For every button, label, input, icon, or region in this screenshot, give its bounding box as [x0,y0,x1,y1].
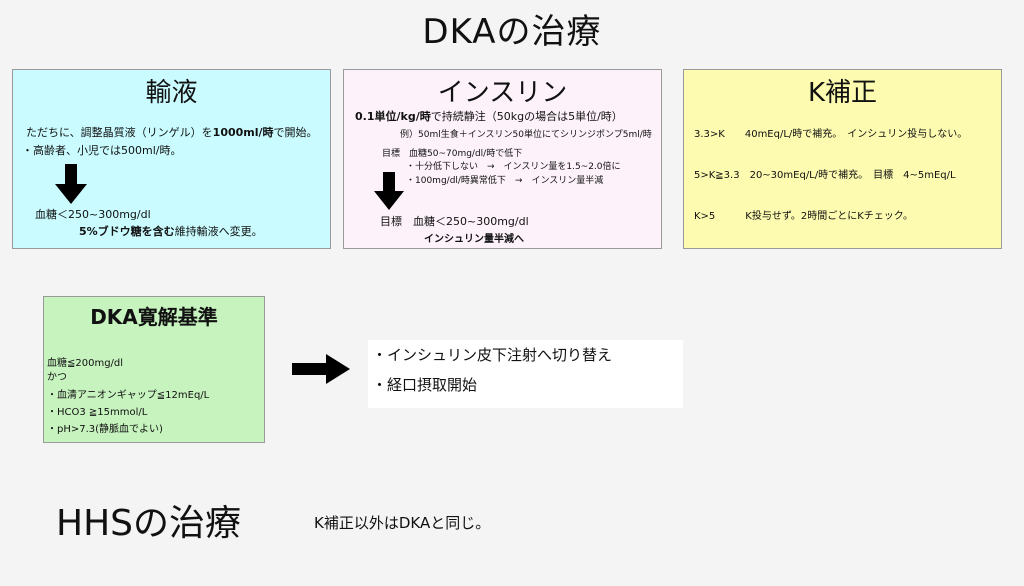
potassium-row-2: 5>K≧3.3 20~30mEq/L/時で補充。 目標 4~5mEq/L [694,170,956,181]
fluids-change: 5%ブドウ糖を含む維持輸液へ変更。 [79,223,263,239]
fluids-rate: 1000ml/時 [212,126,274,139]
potassium-row-3: K>5 K投与せず。2時間ごとにKチェック。 [694,211,913,222]
fluids-title: 輸液 [145,78,198,108]
hhs-note: K補正以外はDKAと同じ。 [314,514,491,532]
next-step-item: ・経口摂取開始 [372,376,478,394]
hhs-title: HHSの治療 [56,503,241,544]
potassium-title: K補正 [807,78,878,108]
next-steps-box: ・インシュリン皮下注射へ切り替え ・経口摂取開始 [368,340,683,408]
insulin-rule-1: ・十分低下しない → インスリン量を1.5~2.0倍に [406,162,621,172]
resolution-item: かつ [47,372,67,383]
down-arrow-icon [55,164,87,204]
potassium-box: K補正 3.3>K 40mEq/L/時で補充。 インシュリン投与しない。 5>K… [683,69,1002,249]
fluids-target: 血糖＜250~300mg/dl [35,208,151,221]
right-arrow-icon [292,354,350,384]
resolution-item: 血糖≦200mg/dl [47,358,124,369]
insulin-target: 目標 血糖＜250~300mg/dl [380,215,529,228]
insulin-box: インスリン 0.1単位/kg/時で持続静注（50kgの場合は5単位/時） 例）5… [343,69,662,249]
insulin-title: インスリン [437,78,568,108]
down-arrow-icon [374,172,404,210]
resolution-item: ・HCO3 ≧15mmol/L [47,407,148,418]
resolution-item: ・血清アニオンギャップ≦12mEq/L [47,390,210,401]
insulin-halve: インシュリン量半減へ [424,234,524,245]
next-step-item: ・インシュリン皮下注射へ切り替え [372,346,613,364]
fluids-change-post: 維持輸液へ変更。 [174,225,263,238]
resolution-box: DKA寛解基準 血糖≦200mg/dl かつ ・血清アニオンギャップ≦12mEq… [43,296,265,443]
fluids-box: 輸液 ただちに、調整晶質液（リンゲル）を1000ml/時で開始。 ・高齢者、小児… [12,69,331,249]
insulin-goal: 目標 血糖50~70mg/dl/時で低下 [382,149,523,159]
insulin-rate: 0.1単位/kg/時で持続静注（50kgの場合は5単位/時） [355,108,623,124]
page-title: DKAの治療 [422,12,602,52]
resolution-item: ・pH>7.3(静脈血でよい) [47,424,163,435]
insulin-example: 例）50ml生食＋インスリン50単位にてシリンジポンプ5ml/時 [400,130,652,140]
potassium-row-1: 3.3>K 40mEq/L/時で補充。 インシュリン投与しない。 [694,129,968,140]
fluids-line1-post: で開始。 [273,126,318,139]
fluids-line1: ただちに、調整晶質液（リンゲル）を1000ml/時で開始。 [26,124,318,140]
fluids-line2: ・高齢者、小児では500ml/時。 [22,144,182,157]
insulin-rule-2: ・100mg/dl/時異常低下 → インスリン量半減 [406,176,604,186]
insulin-rate-post: で持続静注（50kgの場合は5単位/時） [430,110,623,123]
fluids-change-bold: 5%ブドウ糖を含む [79,225,175,238]
fluids-line1-pre: ただちに、調整晶質液（リンゲル）を [26,126,213,139]
resolution-title: DKA寛解基準 [90,305,218,329]
insulin-rate-bold: 0.1単位/kg/時 [355,110,431,123]
